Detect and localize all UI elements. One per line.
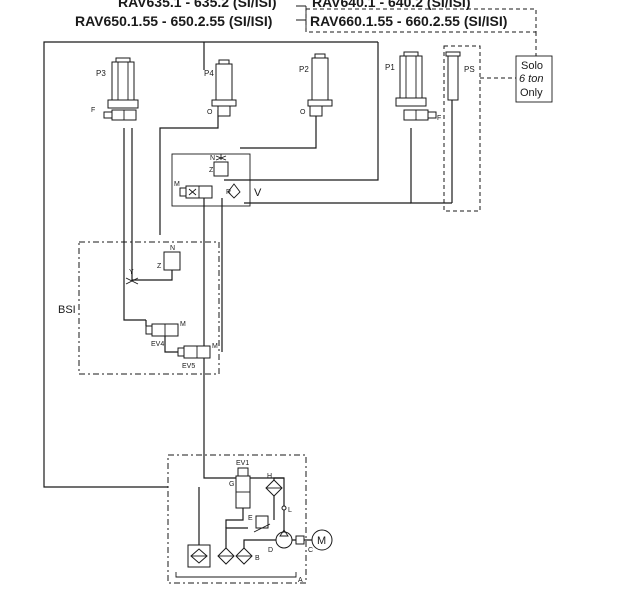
tank-a — [175, 572, 297, 578]
valve-ev1-head — [237, 467, 249, 477]
label-ev1: EV1 — [236, 460, 249, 467]
label-p1: P1 — [385, 63, 395, 72]
label-d: D — [268, 547, 273, 554]
label-f-right: F — [437, 115, 441, 122]
power-unit-block — [167, 454, 307, 584]
relief-valve-n — [213, 161, 229, 177]
pump-d — [275, 531, 293, 549]
label-ev4: EV4 — [151, 341, 164, 348]
relief-spring-top — [215, 154, 227, 161]
pipe-bsi-inner — [131, 270, 173, 281]
label-g: G — [229, 481, 234, 488]
label-p3: P3 — [96, 69, 106, 78]
cylinder-ps — [445, 51, 461, 101]
pipe-p1-down — [410, 128, 452, 204]
pipe-left-supply — [43, 41, 168, 488]
label-c: C — [308, 547, 313, 554]
label-m-ev5: M — [212, 343, 218, 350]
label-h: H — [267, 473, 272, 480]
label-ps: PS — [464, 65, 475, 74]
model-dash-box — [305, 8, 537, 33]
pipe-p4-down — [159, 110, 219, 235]
pipe-p2-down — [240, 110, 317, 149]
label-n-top: N — [210, 155, 215, 162]
label-a: A — [298, 577, 303, 584]
label-p4: P4 — [204, 69, 214, 78]
label-m-ev4: M — [180, 321, 186, 328]
valve-o-p4 — [217, 105, 231, 117]
label-o-p4: O — [207, 109, 213, 116]
pipe-ev1-down — [225, 508, 244, 528]
cylinder-p2 — [307, 53, 333, 107]
label-n-bsi: N — [170, 245, 175, 252]
label-motor: M — [317, 535, 326, 547]
label-v-valve: V — [254, 187, 262, 199]
note-line-3: Only — [520, 87, 543, 99]
label-z-bsi: Z — [157, 263, 162, 270]
label-bsi: BSI — [58, 304, 76, 316]
label-b: B — [255, 555, 260, 562]
ps-dash-box — [443, 45, 481, 212]
valve-block-v — [171, 153, 251, 207]
bsi-block — [78, 241, 220, 375]
label-f-left: F — [91, 107, 95, 114]
label-o-p2: O — [300, 109, 306, 116]
note-line-1: Solo — [521, 60, 543, 72]
model-label-650: RAV650.1.55 - 650.2.55 (SI/ISI) — [75, 13, 272, 29]
note-box — [515, 55, 553, 103]
check-valve-y — [125, 277, 139, 285]
check-valve-r — [227, 183, 241, 199]
pipe-p3-down — [123, 128, 146, 321]
pipe-p1-return — [224, 42, 379, 181]
label-l: L — [288, 507, 292, 514]
label-z-top: Z — [209, 167, 214, 174]
label-ev5: EV5 — [182, 363, 195, 370]
valve-f-right — [403, 109, 437, 121]
note-line-2: 6 ton — [519, 73, 543, 85]
cylinder-p4 — [211, 59, 237, 107]
label-y-bsi: Y — [129, 269, 134, 276]
cylinder-p1 — [395, 51, 427, 107]
valve-f-left — [103, 109, 137, 121]
model-label-635: RAV635.1 - 635.2 (SI/ISI) — [118, 0, 276, 10]
motor-circle — [311, 529, 333, 551]
label-m-valve: M — [174, 181, 180, 188]
model-label-660: RAV660.1.55 - 660.2.55 (SI/ISI) — [310, 13, 507, 29]
model-label-640: RAV640.1 - 640.2 (SI/ISI) — [312, 0, 470, 10]
port-l — [281, 505, 287, 511]
bsi-relief-valve — [163, 251, 181, 271]
label-r-valve: R — [226, 189, 231, 196]
label-p2: P2 — [299, 65, 309, 74]
coupling-c — [295, 535, 305, 545]
valve-o-p2 — [309, 105, 323, 117]
label-e: E — [248, 515, 253, 522]
cylinder-p3 — [107, 57, 139, 109]
title-connector — [296, 5, 307, 32]
